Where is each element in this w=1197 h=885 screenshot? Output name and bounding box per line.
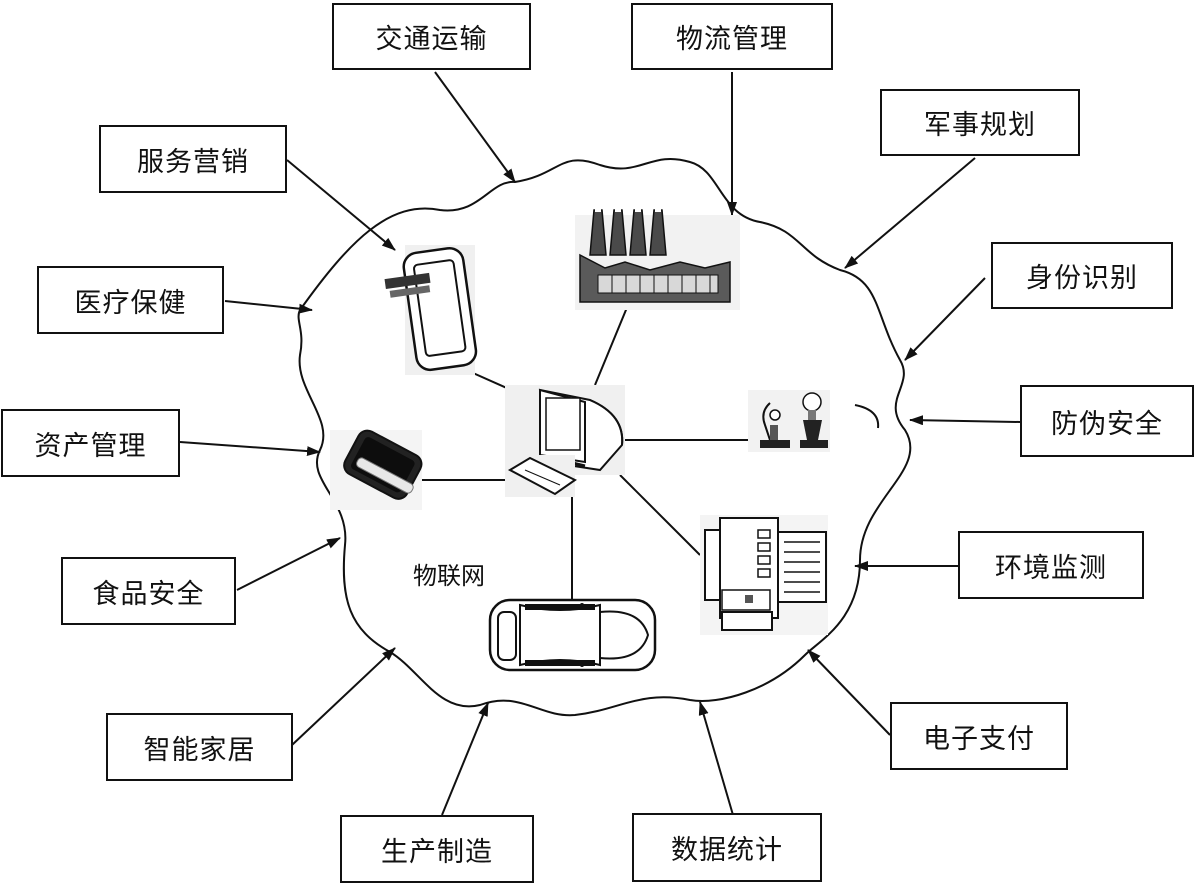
app-box-dianzi-zhifu: 电子支付 [890,702,1068,770]
factory-icon [575,206,740,310]
smartphone-icon [330,429,423,510]
car-icon [488,598,657,672]
app-box-zichan-guanli: 资产管理 [1,409,180,477]
app-box-wuliu-guanli: 物流管理 [631,3,833,70]
keyboard-icon [505,455,577,497]
iot-center-label: 物联网 [413,562,485,590]
app-box-shengchan-zhizao: 生产制造 [340,815,534,883]
app-box-fuwu-yingxiao: 服务营销 [99,125,287,193]
app-box-zhineng-jiaju: 智能家居 [106,713,293,781]
app-box-yiliao-baojian: 医疗保健 [37,266,224,334]
iot-cloud-boundary [297,157,912,717]
printer-icon [700,515,828,635]
app-box-shipin-anquan: 食品安全 [61,557,236,625]
arrows [179,71,1021,816]
app-box-shuju-tongji: 数据统计 [632,813,822,882]
app-box-huanjing-jiance: 环境监测 [958,531,1144,599]
app-box-shenfen-shibie: 身份识别 [991,242,1173,309]
app-box-jiaotong-yunshu: 交通运输 [332,3,531,70]
app-box-junshi-guihua: 军事规划 [880,89,1080,156]
app-box-fangwei-anquan: 防伪安全 [1020,385,1194,457]
tablet-icon [384,245,478,375]
sensor-bulb-icon [748,390,880,452]
